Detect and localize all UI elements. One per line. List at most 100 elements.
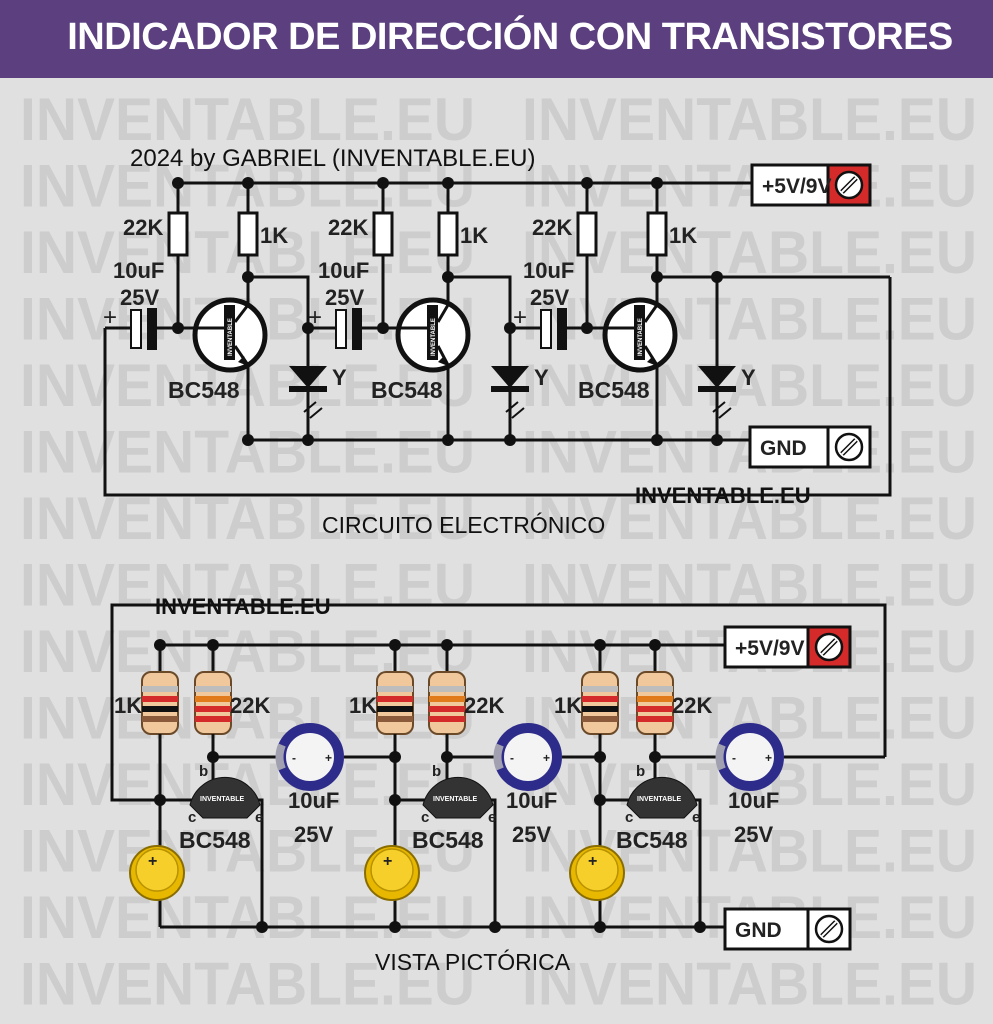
capacitor-value-label: 10uF xyxy=(288,788,339,813)
junction-dot xyxy=(694,921,706,933)
junction-dot xyxy=(651,177,663,189)
resistor-base-label: 22K xyxy=(123,215,163,240)
transistor-mark: INVENTABLE xyxy=(433,796,478,803)
junction-dot xyxy=(302,434,314,446)
led-color-label: Y xyxy=(332,365,347,390)
resistor-band xyxy=(195,686,231,692)
light-emission-icon xyxy=(303,401,323,419)
led-color-label: Y xyxy=(741,365,756,390)
resistor-band xyxy=(142,716,178,722)
pin-b-label: b xyxy=(199,763,208,780)
capacitor-stripe xyxy=(715,743,726,771)
schematic-caption: CIRCUITO ELECTRÓNICO xyxy=(322,512,605,538)
watermark-text: INVENTABLE.EU xyxy=(20,951,475,1018)
resistor-band xyxy=(429,696,465,702)
capacitor-value-label: 10uF xyxy=(506,788,557,813)
transistor-base-bar xyxy=(427,305,438,360)
junction-dot xyxy=(711,271,723,283)
collector-wire xyxy=(643,277,659,323)
resistor-collector-label: 1K xyxy=(554,693,582,718)
resistor-base xyxy=(167,211,189,257)
led-plus-label: + xyxy=(588,853,597,870)
capacitor-value-label: 10uF xyxy=(728,788,779,813)
junction-dot xyxy=(207,639,219,651)
capacitor-voltage-label: 25V xyxy=(734,822,773,847)
junction-dot xyxy=(711,434,723,446)
resistor-band xyxy=(377,706,413,712)
junction-dot xyxy=(389,921,401,933)
junction-dot xyxy=(389,639,401,651)
pin-b-label: b xyxy=(432,763,441,780)
led-color-label: Y xyxy=(534,365,549,390)
resistor-collector xyxy=(376,671,414,735)
junction-dot xyxy=(242,177,254,189)
resistor-collector xyxy=(581,671,619,735)
watermark-text: INVENTABLE.EU xyxy=(522,286,977,353)
capacitor-value-label: 10uF xyxy=(318,258,369,283)
resistor-band xyxy=(582,706,618,712)
emitter-arrow xyxy=(438,356,448,366)
transistor-label: BC548 xyxy=(616,827,688,853)
watermark-text: INVENTABLE.EU xyxy=(522,352,977,419)
resistor-band xyxy=(582,686,618,692)
junction-dot xyxy=(442,271,454,283)
junction-dot xyxy=(649,639,661,651)
light-emission-icon xyxy=(505,401,525,419)
to92-transistor xyxy=(626,776,698,819)
capacitor-voltage-label: 25V xyxy=(294,822,333,847)
resistor-collector xyxy=(646,211,668,257)
pin-c-label: c xyxy=(625,809,633,826)
led-symbol xyxy=(491,366,529,388)
capacitor-plate-positive xyxy=(130,309,142,349)
credit-text: 2024 by GABRIEL (INVENTABLE.EU) xyxy=(130,145,535,172)
led-cathode-bar xyxy=(289,386,327,392)
resistor-band xyxy=(142,696,178,702)
resistor-band xyxy=(377,696,413,702)
resistor-base xyxy=(636,671,674,735)
capacitor-plate-negative xyxy=(147,308,157,350)
watermark-text: INVENTABLE.EU xyxy=(522,153,977,220)
watermark-text: INVENTABLE.EU xyxy=(522,951,977,1018)
resistor-base-label: 22K xyxy=(464,693,504,718)
junction-dot xyxy=(242,271,254,283)
screw-slot-icon xyxy=(821,639,837,655)
inventable-logo: INVENTABLE.EU xyxy=(635,483,811,508)
transistor-mark: INVENTABLE xyxy=(228,318,234,356)
junction-dot xyxy=(172,177,184,189)
capacitor-plate-negative xyxy=(557,308,567,350)
junction-dot xyxy=(154,639,166,651)
capacitor-voltage-label: 25V xyxy=(120,285,159,310)
watermark-text: INVENTABLE.EU xyxy=(522,86,977,153)
resistor-base-label: 22K xyxy=(328,215,368,240)
resistor-band xyxy=(637,716,673,722)
junction-dot xyxy=(242,434,254,446)
capacitor-minus-label: - xyxy=(732,751,736,765)
resistor-band xyxy=(195,716,231,722)
transistor-mark: INVENTABLE xyxy=(638,318,644,356)
junction-dot xyxy=(504,434,516,446)
resistor-base xyxy=(372,211,394,257)
capacitor-stripe xyxy=(493,743,504,771)
wire xyxy=(176,181,752,213)
supply-terminal-label: +5V/9V xyxy=(762,175,831,198)
resistor-collector-label: 1K xyxy=(669,223,697,248)
junction-dot xyxy=(594,639,606,651)
capacitor-stripe xyxy=(275,743,286,771)
resistor-base-label: 22K xyxy=(532,215,572,240)
resistor-band xyxy=(195,706,231,712)
resistor-base-label: 22K xyxy=(230,693,270,718)
to92-transistor xyxy=(422,776,494,819)
capacitor-minus-label: - xyxy=(292,751,296,765)
junction-dot xyxy=(594,921,606,933)
capacitor-plate-negative xyxy=(352,308,362,350)
yellow-led-lens xyxy=(575,848,619,892)
screw-slot-icon xyxy=(821,921,837,937)
capacitor-voltage-label: 25V xyxy=(512,822,551,847)
resistor-band xyxy=(637,696,673,702)
capacitor-minus-label: - xyxy=(510,751,514,765)
transistor-mark: INVENTABLE xyxy=(200,796,245,803)
supply-terminal-pictorial-label: +5V/9V xyxy=(735,637,804,660)
junction-dot xyxy=(581,177,593,189)
